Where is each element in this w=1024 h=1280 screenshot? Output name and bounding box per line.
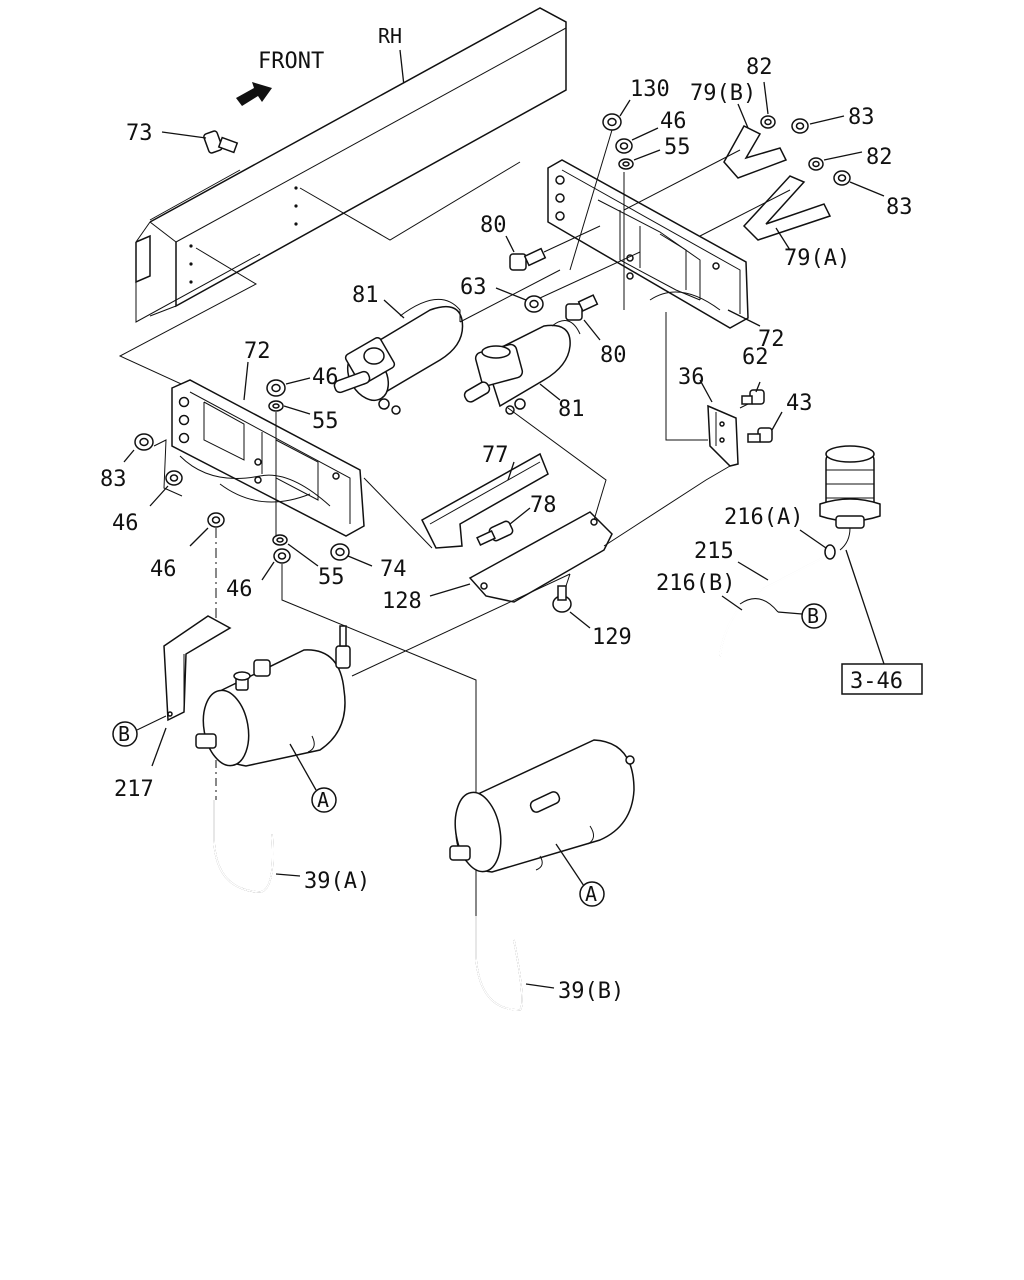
nut-83-left	[134, 433, 154, 451]
bracket-128	[468, 511, 613, 603]
rh-label: RH	[378, 24, 402, 48]
callout-39a: 39(A)	[304, 869, 370, 894]
marker-a-center	[579, 881, 605, 907]
front-arrow-icon	[236, 82, 272, 106]
bracket-79a	[742, 175, 832, 241]
callout-81-left: 81	[352, 283, 379, 308]
callout-43: 43	[786, 391, 813, 416]
callout-215: 215	[694, 539, 734, 564]
washer-82-mid	[808, 157, 824, 171]
air-tank-center-large	[449, 739, 635, 873]
air-tank-left-large	[195, 625, 351, 767]
air-tank-81-left	[333, 298, 464, 415]
callout-46-top: 46	[660, 109, 687, 134]
callout-128: 128	[382, 589, 422, 614]
callout-80-lower: 80	[600, 343, 627, 368]
bracket-36	[707, 404, 739, 467]
callout-46-left: 46	[112, 511, 139, 536]
nut-83-mid	[833, 170, 851, 186]
callout-62: 62	[742, 345, 769, 370]
bolt-43	[747, 427, 773, 443]
bolt-80-top	[509, 247, 547, 271]
callout-72-left: 72	[244, 339, 271, 364]
bracket-79b	[723, 125, 788, 179]
nut-46-bottom	[273, 548, 291, 564]
air-dryer	[819, 445, 881, 551]
bracket-217	[163, 615, 232, 722]
bolt-78	[476, 520, 514, 547]
air-tank-81-center	[463, 320, 581, 415]
callout-78: 78	[530, 493, 557, 518]
bracket-72-left	[171, 379, 365, 537]
callout-55-left-top: 55	[312, 409, 339, 434]
frame-rail	[135, 7, 567, 323]
callout-83-left: 83	[100, 467, 127, 492]
callout-55-top: 55	[664, 135, 691, 160]
callout-82-mid: 82	[866, 145, 893, 170]
bolt-80-lower	[565, 294, 599, 321]
nut-46-left-top	[266, 379, 286, 397]
nut-83-top	[791, 118, 809, 134]
washer-55-lower	[272, 534, 288, 546]
callout-39b: 39(B)	[558, 979, 624, 1004]
hose-39b	[475, 870, 523, 1011]
nut-63	[524, 295, 544, 313]
callout-82-top: 82	[746, 55, 773, 80]
callout-216a: 216(A)	[724, 505, 803, 530]
hose-39a	[213, 760, 274, 893]
callout-130: 130	[630, 77, 670, 102]
callout-74: 74	[380, 557, 407, 582]
callout-83-top: 83	[848, 105, 875, 130]
callout-55-lower: 55	[318, 565, 345, 590]
washer-82-top	[760, 115, 776, 129]
ref-box	[841, 663, 923, 695]
front-label: FRONT	[258, 49, 324, 74]
bracket-77	[421, 452, 549, 549]
washer-55-left-top	[268, 400, 284, 412]
marker-a-left	[311, 787, 337, 813]
marker-a-center-label: A	[585, 882, 597, 906]
marker-b-right-label: B	[807, 604, 819, 628]
marker-a-left-label: A	[317, 788, 329, 812]
callout-79a: 79(A)	[784, 246, 850, 271]
washer-55-top	[618, 158, 634, 170]
callout-129: 129	[592, 625, 632, 650]
bolt-62	[741, 389, 765, 405]
marker-b-left	[112, 721, 138, 747]
bracket-72-right	[547, 159, 749, 329]
callout-46-bottom: 46	[226, 577, 253, 602]
callout-217: 217	[114, 777, 154, 802]
callout-36: 36	[678, 365, 705, 390]
bolt-129	[552, 585, 572, 613]
callout-63: 63	[460, 275, 487, 300]
ref-box-label: 3-46	[850, 669, 903, 694]
callout-81-center: 81	[558, 397, 585, 422]
nut-74	[330, 543, 350, 561]
callout-216b: 216(B)	[656, 571, 735, 596]
callout-79b: 79(B)	[690, 81, 756, 106]
marker-b-right	[801, 603, 827, 629]
callout-77: 77	[482, 443, 509, 468]
nut-130	[602, 113, 622, 131]
callout-80-top: 80	[480, 213, 507, 238]
nut-46-top	[615, 138, 633, 154]
marker-b-left-label: B	[118, 722, 130, 746]
callout-83-mid: 83	[886, 195, 913, 220]
callout-46-lower: 46	[150, 557, 177, 582]
callout-72-right: 72	[758, 327, 785, 352]
nut-46-left	[165, 470, 183, 486]
pipe-215	[719, 544, 836, 657]
callout-46-left-top: 46	[312, 365, 339, 390]
nut-46-lower	[207, 512, 225, 528]
bolt-73	[203, 130, 239, 154]
callout-73: 73	[126, 121, 153, 146]
